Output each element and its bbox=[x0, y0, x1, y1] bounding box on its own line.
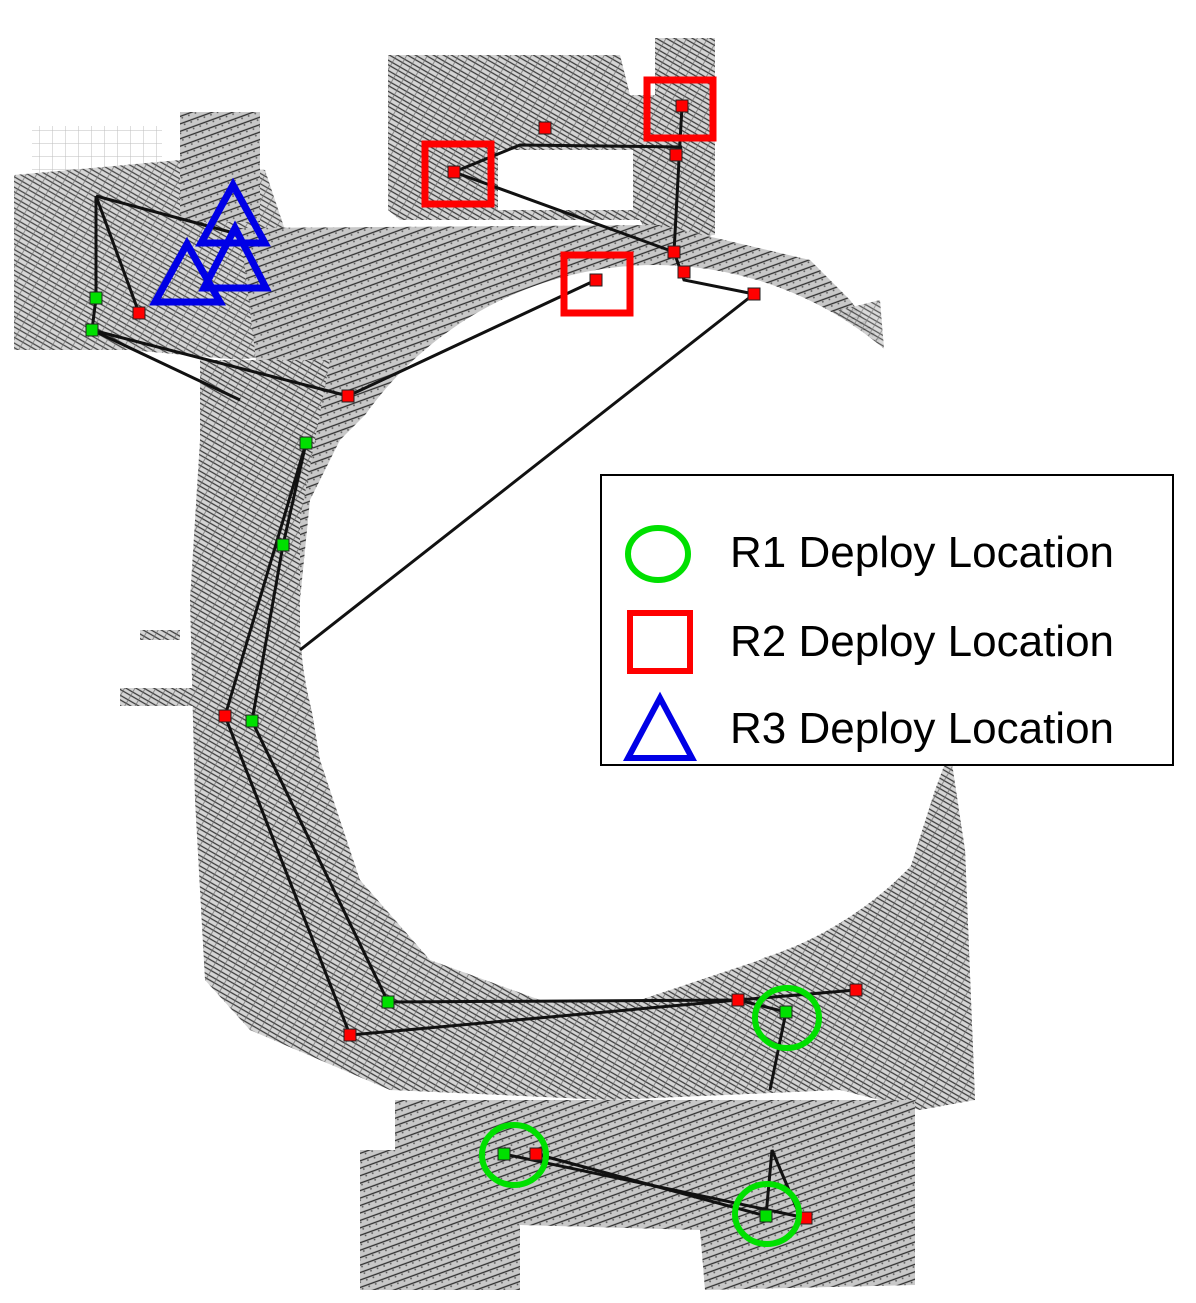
r1-waypoint bbox=[245, 714, 259, 728]
r2-waypoint bbox=[675, 99, 689, 113]
r1-waypoint bbox=[381, 995, 395, 1009]
r2-waypoint bbox=[447, 165, 461, 179]
r1-waypoint bbox=[299, 436, 313, 450]
r2-waypoint bbox=[589, 273, 603, 287]
path-segment bbox=[347, 278, 597, 398]
path-segment bbox=[672, 105, 684, 253]
r2-deploy-marker bbox=[643, 76, 717, 142]
path-segment bbox=[250, 720, 390, 1003]
r2-waypoint bbox=[667, 245, 681, 259]
r1-deploy-marker bbox=[732, 1181, 802, 1247]
r2-deploy-marker bbox=[560, 251, 634, 317]
legend-item-r3: R3 Deploy Location bbox=[622, 690, 1162, 770]
r2-waypoint bbox=[343, 1028, 357, 1042]
blue-triangle-icon bbox=[623, 691, 697, 761]
r2-waypoint bbox=[677, 265, 691, 279]
legend-item-r2: R2 Deploy Location bbox=[622, 603, 1162, 683]
path-segment bbox=[453, 143, 683, 174]
r1-waypoint bbox=[276, 538, 290, 552]
r1-waypoint bbox=[759, 1209, 773, 1223]
r2-waypoint bbox=[529, 1147, 543, 1161]
legend-label-r2: R2 Deploy Location bbox=[730, 617, 1115, 666]
r2-waypoint bbox=[341, 389, 355, 403]
path-segment bbox=[299, 292, 755, 652]
path-segment bbox=[94, 195, 141, 314]
path-segment bbox=[223, 715, 352, 1036]
r1-deploy-marker bbox=[479, 1122, 549, 1188]
path-segment bbox=[672, 251, 755, 296]
r2-deploy-marker bbox=[421, 140, 495, 208]
r2-waypoint bbox=[538, 121, 552, 135]
r1-deploy-marker bbox=[752, 985, 822, 1051]
deploy-markers bbox=[149, 76, 822, 1247]
red-square-icon bbox=[627, 610, 693, 674]
point-cloud-floor bbox=[14, 38, 1010, 1290]
r2-waypoint bbox=[132, 306, 146, 320]
legend: R1 Deploy Location R2 Deploy Location R3… bbox=[600, 474, 1174, 766]
r3-deploy-marker bbox=[149, 236, 227, 306]
path-segment bbox=[349, 998, 739, 1037]
r2-waypoint bbox=[218, 709, 232, 723]
r1-waypoint bbox=[779, 1005, 793, 1019]
r2-waypoint bbox=[669, 148, 683, 162]
legend-label-r1: R1 Deploy Location bbox=[730, 528, 1115, 577]
r2-waypoint bbox=[747, 287, 761, 301]
path-segment bbox=[91, 328, 241, 402]
waypoint-nodes bbox=[85, 99, 863, 1225]
path-segment bbox=[91, 328, 349, 398]
robot-paths bbox=[90, 105, 857, 1220]
r2-waypoint bbox=[849, 983, 863, 997]
path-segment bbox=[223, 442, 308, 717]
path-segment bbox=[535, 1152, 767, 1218]
r1-waypoint bbox=[85, 323, 99, 337]
r3-deploy-marker bbox=[198, 220, 272, 292]
green-circle-icon bbox=[625, 525, 691, 583]
r1-waypoint bbox=[497, 1147, 511, 1161]
legend-item-r1: R1 Deploy Location bbox=[622, 514, 1162, 594]
r2-waypoint bbox=[731, 993, 745, 1007]
r3-deploy-marker bbox=[195, 177, 271, 247]
legend-label-r3: R3 Deploy Location bbox=[730, 704, 1115, 753]
r1-waypoint bbox=[89, 291, 103, 305]
